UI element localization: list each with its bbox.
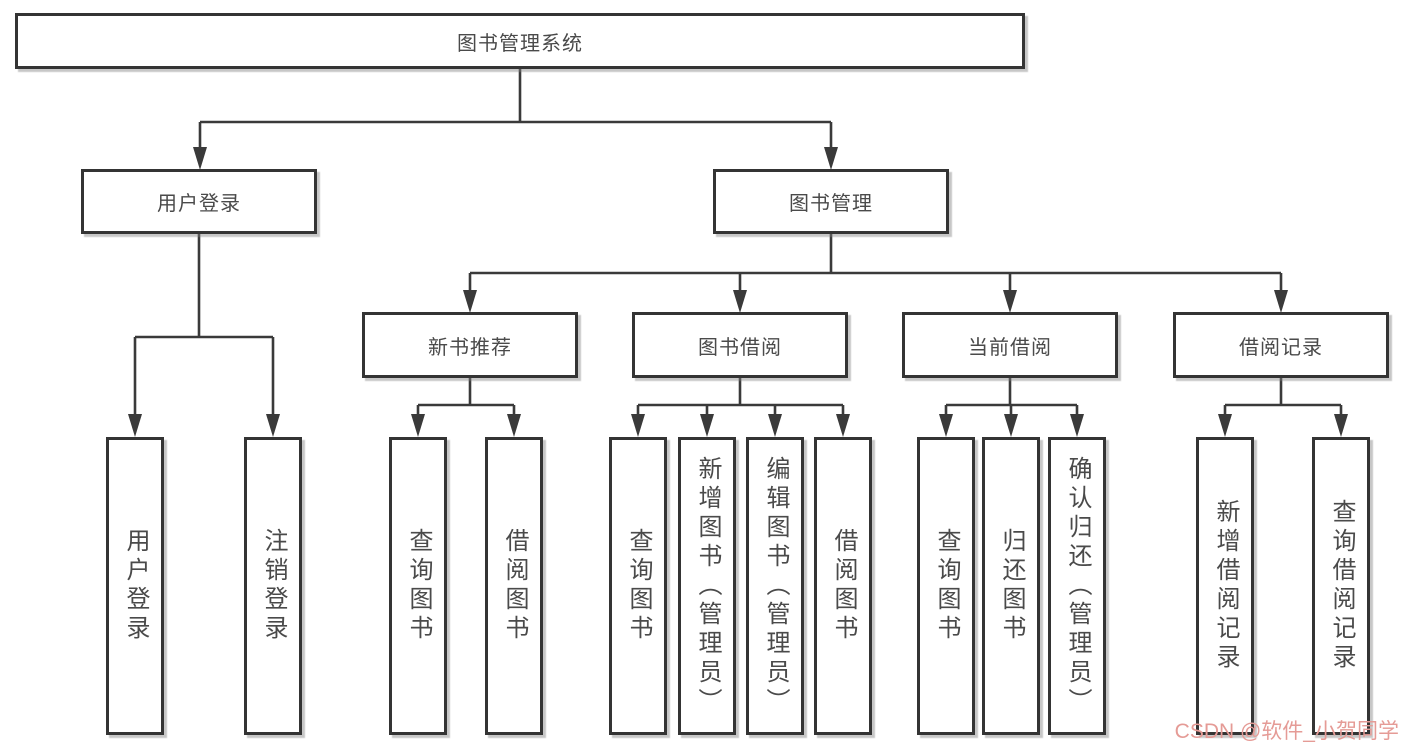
- leaf-edit-book-admin-label: 编辑图书（管理员）: [762, 455, 789, 717]
- leaf-query-books-borrowing: 查询图书: [609, 437, 667, 735]
- connector-user-login: [128, 233, 280, 437]
- node-user-login: 用户登录: [81, 169, 317, 234]
- leaf-logout-label: 注销登录: [260, 528, 287, 644]
- leaf-confirm-return-admin: 确认归还（管理员）: [1048, 437, 1106, 735]
- connector-book-borrowing: [631, 378, 850, 437]
- arrowhead: [1004, 414, 1018, 437]
- node-root-label: 图书管理系统: [457, 32, 583, 55]
- leaf-logout: 注销登录: [244, 437, 302, 735]
- leaf-return-books: 归还图书: [982, 437, 1040, 735]
- leaf-return-books-label: 归还图书: [998, 528, 1025, 644]
- arrowhead: [507, 414, 521, 437]
- node-new-book-recommend: 新书推荐: [362, 312, 578, 378]
- leaf-query-books-recommend: 查询图书: [389, 437, 447, 735]
- connector-book-management: [463, 233, 1288, 313]
- arrowhead: [193, 147, 207, 170]
- leaf-add-book-admin-label: 新增图书（管理员）: [694, 455, 721, 717]
- node-new-book-recommend-label: 新书推荐: [428, 336, 512, 359]
- connector-new-book-recommend: [411, 378, 521, 437]
- node-book-borrowing-label: 图书借阅: [698, 336, 782, 359]
- arrowhead: [824, 147, 838, 170]
- node-book-management-label: 图书管理: [789, 193, 873, 215]
- node-book-borrowing: 图书借阅: [632, 312, 848, 378]
- leaf-borrow-books-recommend-label: 借阅图书: [501, 528, 528, 644]
- node-user-login-label: 用户登录: [157, 193, 241, 215]
- connector-borrowing-records: [1218, 378, 1348, 437]
- leaf-query-books-current: 查询图书: [917, 437, 975, 735]
- arrowhead: [1070, 414, 1084, 437]
- node-borrowing-records-label: 借阅记录: [1239, 336, 1323, 359]
- leaf-query-books-recommend-label: 查询图书: [405, 528, 432, 644]
- leaf-borrow-books-borrowing-label: 借阅图书: [830, 528, 857, 644]
- arrowhead: [631, 414, 645, 437]
- arrowhead: [411, 414, 425, 437]
- arrowhead: [266, 414, 280, 437]
- node-book-management: 图书管理: [713, 169, 949, 234]
- arrowhead: [768, 414, 782, 437]
- connector-root: [193, 69, 838, 170]
- node-root: 图书管理系统: [15, 13, 1025, 69]
- arrowhead: [1218, 414, 1232, 437]
- node-borrowing-records: 借阅记录: [1173, 312, 1389, 378]
- leaf-add-borrow-record-label: 新增借阅记录: [1212, 499, 1239, 673]
- arrowhead: [1334, 414, 1348, 437]
- leaf-add-borrow-record: 新增借阅记录: [1196, 437, 1254, 735]
- arrowhead: [1274, 290, 1288, 313]
- arrowhead: [836, 414, 850, 437]
- leaf-edit-book-admin: 编辑图书（管理员）: [746, 437, 804, 735]
- leaf-borrow-books-recommend: 借阅图书: [485, 437, 543, 735]
- watermark: CSDN @软件_小贺同学: [1174, 720, 1399, 743]
- arrowhead: [1003, 290, 1017, 313]
- leaf-query-books-current-label: 查询图书: [933, 528, 960, 644]
- leaf-confirm-return-admin-label: 确认归还（管理员）: [1064, 455, 1091, 717]
- arrowhead: [733, 290, 747, 313]
- arrowhead: [700, 414, 714, 437]
- leaf-user-login-label: 用户登录: [122, 528, 149, 644]
- leaf-user-login: 用户登录: [106, 437, 164, 735]
- arrowhead: [939, 414, 953, 437]
- node-current-borrowing-label: 当前借阅: [968, 336, 1052, 359]
- leaf-borrow-books-borrowing: 借阅图书: [814, 437, 872, 735]
- leaf-query-borrow-record-label: 查询借阅记录: [1328, 499, 1355, 673]
- leaf-query-borrow-record: 查询借阅记录: [1312, 437, 1370, 735]
- leaf-query-books-borrowing-label: 查询图书: [625, 528, 652, 644]
- arrowhead: [463, 290, 477, 313]
- connector-current-borrowing: [939, 378, 1084, 437]
- node-current-borrowing: 当前借阅: [902, 312, 1118, 378]
- arrowhead: [128, 414, 142, 437]
- leaf-add-book-admin: 新增图书（管理员）: [678, 437, 736, 735]
